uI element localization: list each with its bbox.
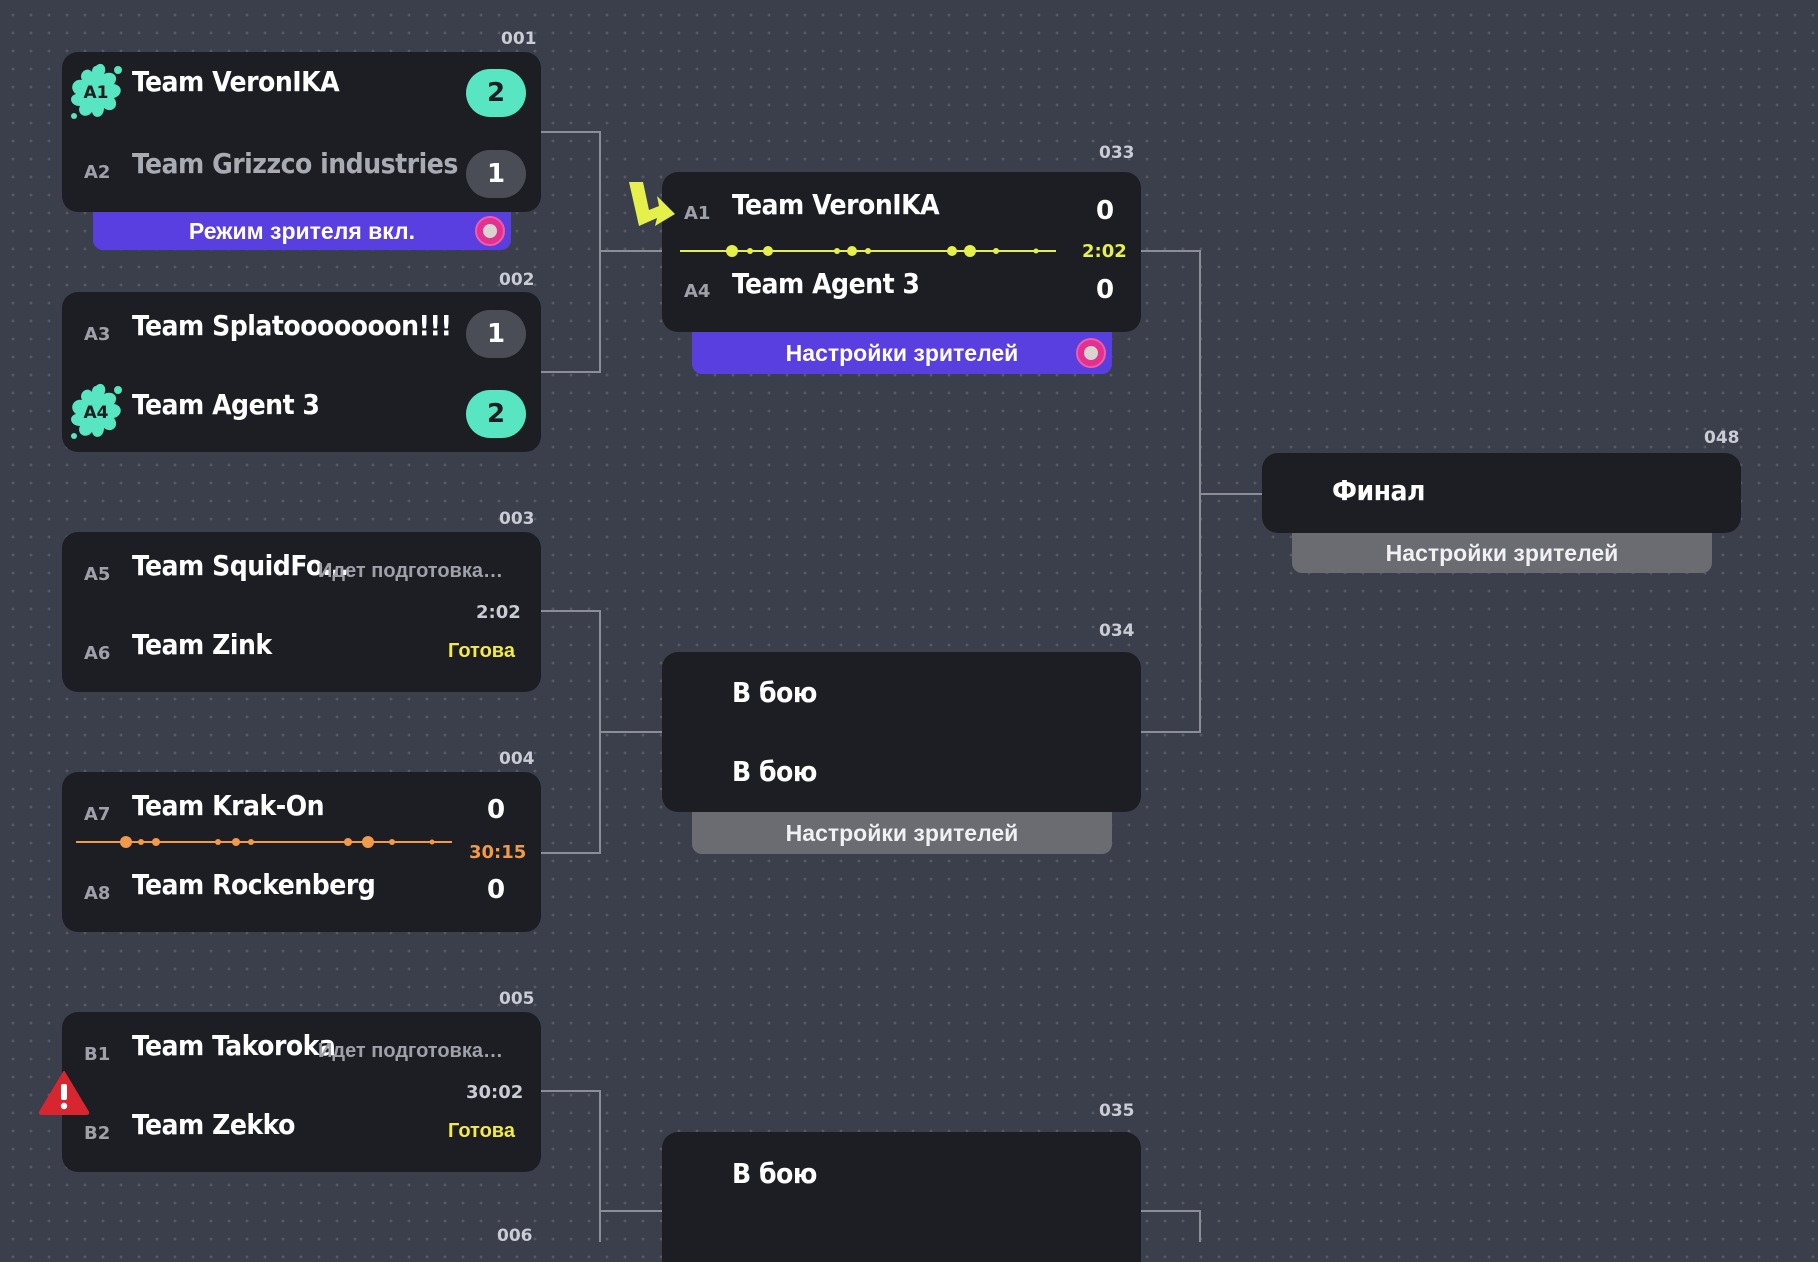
slot-label: B2 bbox=[84, 1123, 111, 1144]
score: 0 bbox=[1096, 275, 1115, 305]
match-timeline bbox=[76, 836, 452, 848]
slot-label: A4 bbox=[684, 281, 711, 302]
match-card-048-final[interactable]: Финал bbox=[1262, 453, 1741, 533]
match-card-034[interactable]: В бою В бою bbox=[662, 652, 1141, 812]
status-ready: Готова bbox=[448, 640, 515, 662]
match-number: 048 bbox=[1704, 428, 1740, 448]
slot-label: A5 bbox=[84, 564, 111, 585]
score-pill-lose: 1 bbox=[466, 150, 526, 198]
spectator-mode-label: Режим зрителя вкл. bbox=[188, 217, 416, 244]
svg-text:A1: A1 bbox=[84, 83, 109, 103]
team-name: Team Rockenberg bbox=[132, 868, 376, 901]
in-battle-label: В бою bbox=[732, 676, 817, 709]
spectator-settings-tab[interactable]: Настройки зрителей bbox=[1292, 533, 1712, 573]
match-number: 006 bbox=[497, 1226, 533, 1246]
match-timer: 30:15 bbox=[469, 842, 527, 863]
match-timer: 2:02 bbox=[476, 602, 521, 623]
status-preparing: Идет подготовка… bbox=[318, 1040, 503, 1062]
spectator-avatar bbox=[475, 216, 505, 246]
svg-text:A4: A4 bbox=[84, 403, 109, 423]
match-timer: 2:02 bbox=[1082, 241, 1127, 262]
match-card-002[interactable]: A3 Team Splatooooooon!!! 1 A4 Team Agent… bbox=[62, 292, 541, 452]
match-number: 034 bbox=[1099, 621, 1135, 641]
in-battle-label: В бою bbox=[732, 755, 817, 788]
splat-badge-icon: A1 bbox=[71, 63, 122, 119]
slot-label: A1 bbox=[684, 203, 711, 224]
score: 0 bbox=[487, 875, 506, 905]
team-name: Team SquidFo… bbox=[132, 549, 348, 582]
match-timeline bbox=[680, 245, 1056, 257]
spectator-avatar bbox=[1076, 338, 1106, 368]
match-number: 035 bbox=[1099, 1101, 1135, 1121]
match-number: 002 bbox=[499, 270, 535, 290]
team-name: Team Zink bbox=[132, 628, 272, 661]
score-pill-win: 2 bbox=[466, 390, 526, 438]
match-number: 033 bbox=[1099, 143, 1135, 163]
spectator-settings-label: Настройки зрителей bbox=[1385, 539, 1619, 566]
status-preparing: Идет подготовка… bbox=[318, 560, 503, 582]
match-card-004[interactable]: A7 Team Krak-On 0 30:15 A8 Team Rockenbe… bbox=[62, 772, 541, 932]
score-pill-lose: 1 bbox=[466, 310, 526, 358]
final-label: Финал bbox=[1332, 474, 1425, 507]
match-card-035[interactable]: В бою bbox=[662, 1132, 1141, 1262]
spectator-mode-tab[interactable]: Режим зрителя вкл. bbox=[93, 212, 511, 250]
slot-label: A7 bbox=[84, 804, 111, 825]
match-card-001[interactable]: A1 Team VeronIKA 2 A2 Team Grizzco indus… bbox=[62, 52, 541, 212]
match-number: 003 bbox=[499, 509, 535, 529]
slot-label: A2 bbox=[84, 162, 111, 183]
splat-badge-icon: A4 bbox=[71, 383, 122, 439]
spectator-settings-tab[interactable]: Настройки зрителей bbox=[692, 812, 1112, 854]
match-number: 005 bbox=[499, 989, 535, 1009]
match-card-005[interactable]: B1 Team Takoroka Идет подготовка… 30:02 … bbox=[62, 1012, 541, 1172]
slot-label: A3 bbox=[84, 324, 111, 345]
match-card-003[interactable]: A5 Team SquidFo… Идет подготовка… 2:02 A… bbox=[62, 532, 541, 692]
team-name: Team Agent 3 bbox=[132, 388, 320, 421]
match-number: 001 bbox=[501, 29, 537, 49]
slot-label: A6 bbox=[84, 643, 111, 664]
warning-triangle-icon[interactable] bbox=[38, 1070, 90, 1116]
team-name: Team Krak-On bbox=[132, 789, 325, 822]
team-name: Team Takoroka bbox=[132, 1029, 336, 1062]
status-ready: Готова bbox=[448, 1120, 515, 1142]
team-name: Team Splatooooooon!!! bbox=[132, 309, 452, 342]
team-name: Team Agent 3 bbox=[732, 267, 920, 300]
score: 0 bbox=[1096, 196, 1115, 226]
match-card-033[interactable]: A1 Team VeronIKA 0 2:02 A4 Team Agent 3 … bbox=[662, 172, 1141, 332]
spectator-settings-label: Настройки зрителей bbox=[785, 819, 1019, 846]
slot-label: A8 bbox=[84, 883, 111, 904]
score: 0 bbox=[487, 795, 506, 825]
team-name: Team VeronIKA bbox=[732, 188, 940, 221]
team-name: Team Grizzco industries bbox=[132, 147, 458, 180]
score-pill-win: 2 bbox=[466, 69, 526, 117]
slot-label: B1 bbox=[84, 1044, 111, 1065]
lightning-arrow-icon bbox=[629, 182, 675, 226]
match-number: 004 bbox=[499, 749, 535, 769]
spectator-settings-label: Настройки зрителей bbox=[785, 339, 1019, 366]
in-battle-label: В бою bbox=[732, 1157, 817, 1190]
spectator-settings-tab[interactable]: Настройки зрителей bbox=[692, 332, 1112, 374]
match-timer: 30:02 bbox=[466, 1082, 524, 1103]
team-name: Team Zekko bbox=[132, 1108, 295, 1141]
team-name: Team VeronIKA bbox=[132, 65, 340, 98]
